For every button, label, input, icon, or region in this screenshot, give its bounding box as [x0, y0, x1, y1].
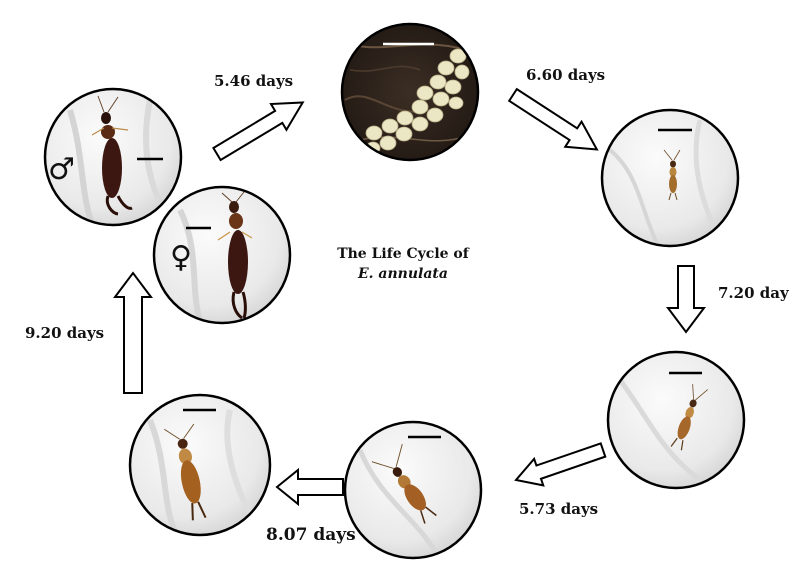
adult-male-earwig	[91, 95, 133, 216]
arrow-egg-to-instar1	[507, 87, 599, 151]
instar-1-photo	[600, 108, 740, 248]
egg-stage-photo	[340, 22, 480, 162]
duration-egg-to-instar1: 6.60 days	[526, 66, 606, 84]
arrow-instar4-to-adult	[113, 271, 153, 394]
adult-female-earwig	[217, 191, 253, 320]
instar-3-photo	[343, 420, 483, 560]
title-species: E. annulata	[358, 266, 448, 282]
arrow-instar3-to-instar4	[275, 467, 344, 507]
egg-cluster	[365, 48, 470, 155]
diagram-title: The Life Cycle of E. annulata	[318, 244, 488, 284]
title-line-1: The Life Cycle of	[337, 246, 469, 262]
arrow-instar2-to-instar3	[514, 442, 607, 487]
nymph-1	[663, 149, 681, 201]
male-symbol: ♂	[48, 152, 75, 187]
female-symbol: ♀	[170, 240, 192, 275]
instar-2-photo	[606, 350, 746, 490]
nymph-3	[371, 444, 437, 524]
nymph-4	[164, 423, 207, 521]
instar-4-photo	[128, 393, 272, 537]
duration-instar1-to-instar2: 7.20 day	[718, 284, 789, 302]
adult-female-photo	[152, 185, 292, 325]
duration-instar3-to-instar4: 8.07 days	[266, 525, 356, 545]
duration-instar4-to-adult: 9.20 days	[25, 324, 105, 342]
arrow-instar1-to-instar2	[666, 265, 706, 334]
duration-adult-to-egg: 5.46 days	[214, 72, 294, 90]
duration-instar2-to-instar3: 5.73 days	[519, 500, 599, 518]
nymph-2	[670, 384, 708, 451]
arrow-adult-to-egg	[212, 101, 305, 162]
